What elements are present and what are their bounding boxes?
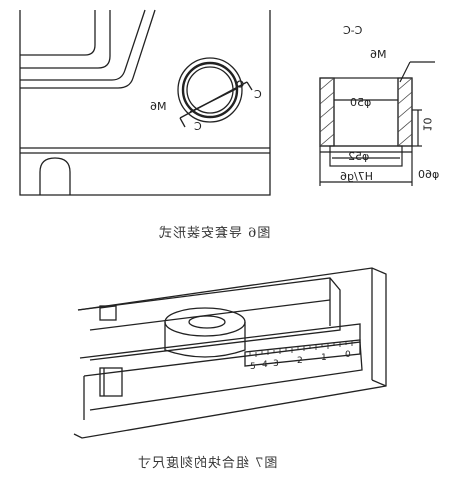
left-block xyxy=(99,367,123,397)
plate-edge-2 xyxy=(20,10,111,69)
height-dimension: 10 xyxy=(420,117,434,132)
figure7-caption: 图7 组合块的刻度尺寸 xyxy=(137,456,278,471)
frame-outer xyxy=(73,267,387,439)
section-title: C-C xyxy=(343,24,363,37)
scale-number: 3 xyxy=(273,359,279,369)
outer-dimension: φ60 xyxy=(418,168,440,181)
scale-number: 5 xyxy=(250,362,256,372)
figure6-drawing xyxy=(19,9,435,196)
cylinder-hole xyxy=(188,315,226,329)
scale-number: 0 xyxy=(345,350,351,360)
rail-bottom xyxy=(79,323,361,377)
sleeve-outer-circle xyxy=(177,57,243,123)
cut-marker-top: C xyxy=(254,88,262,101)
plan-view-outline xyxy=(19,10,271,196)
sleeve-inner-circle xyxy=(181,61,239,119)
scale-ticks xyxy=(249,341,353,357)
m6-leader xyxy=(189,87,239,113)
cut-marker-bottom: C xyxy=(194,120,202,133)
cut-arrow-bottom xyxy=(179,117,186,128)
scale-number: 1 xyxy=(321,353,327,363)
figure7-drawing: 0 1 2 3 4 5 xyxy=(73,267,387,439)
plate-edge-3 xyxy=(20,9,146,81)
thread-callout-section: M6 xyxy=(370,48,387,61)
fit-tolerance: H7/g6 xyxy=(340,170,373,183)
figure6-caption: 图6 导套安装形式 xyxy=(158,226,271,241)
scale-number: 2 xyxy=(297,356,303,366)
bore-dimension: φ50 xyxy=(350,96,372,109)
scale-numbers: 0 1 2 3 4 5 xyxy=(250,350,351,372)
plate-edge-4 xyxy=(20,9,156,89)
thread-callout-plan: M6 xyxy=(150,100,167,113)
scale-number: 4 xyxy=(262,360,268,370)
cut-arrow-top xyxy=(246,81,253,91)
plate-edge-1 xyxy=(20,10,96,56)
step-dimension: φ52 xyxy=(348,150,370,163)
sleeve-bore-circle xyxy=(186,66,234,114)
cylinder-body xyxy=(164,322,246,358)
section-flange xyxy=(329,145,403,167)
cylinder-top xyxy=(164,307,246,337)
plan-slot xyxy=(39,157,71,195)
rail-top xyxy=(77,277,341,361)
